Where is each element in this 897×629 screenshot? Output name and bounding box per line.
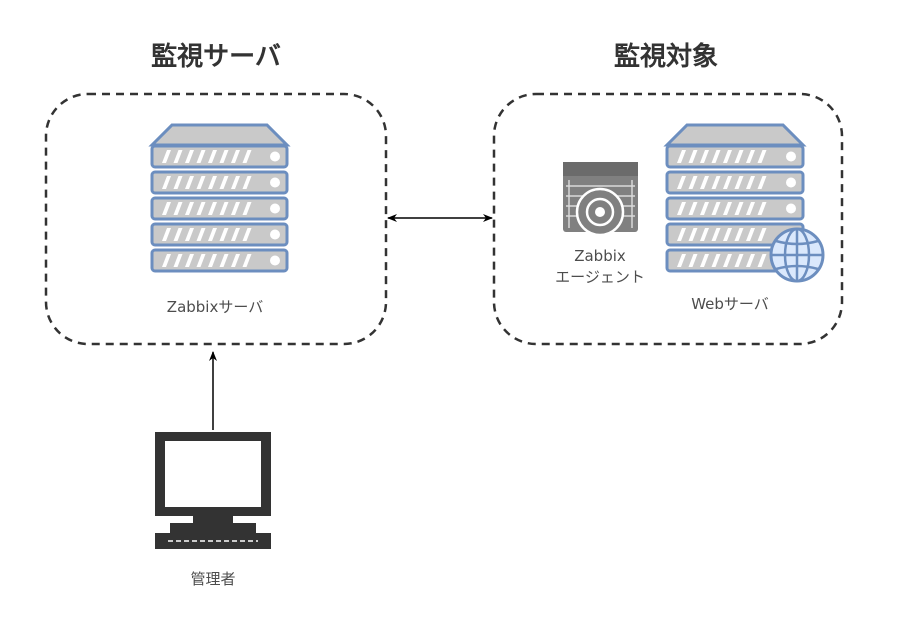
globe-icon — [769, 227, 825, 283]
zabbix-server-label: Zabbixサーバ — [166, 298, 264, 316]
zabbix-agent-label-line1: Zabbix — [574, 247, 626, 265]
monitoring-server-group — [44, 92, 388, 346]
agent-disk-icon — [563, 162, 638, 237]
administrator-label: 管理者 — [190, 570, 236, 588]
monitoring-target-title: 監視対象 — [613, 42, 718, 72]
zabbix-agent-label-line2: エージェント — [555, 268, 645, 286]
rack-unit — [150, 144, 289, 169]
rack-unit — [150, 170, 289, 195]
monitoring-target-group — [492, 92, 844, 346]
server-rack-icon — [663, 123, 807, 273]
rack-unit — [150, 196, 289, 221]
rack-unit — [665, 248, 805, 273]
monitoring-server-title: 監視サーバ — [151, 42, 281, 72]
rack-unit — [665, 170, 805, 195]
web-server-label: Webサーバ — [691, 295, 769, 313]
rack-unit — [150, 248, 289, 273]
rack-unit — [665, 144, 805, 169]
computer-monitor-icon — [155, 432, 271, 549]
server-rack-icon — [148, 123, 291, 273]
rack-unit — [665, 196, 805, 221]
rack-unit — [150, 222, 289, 247]
